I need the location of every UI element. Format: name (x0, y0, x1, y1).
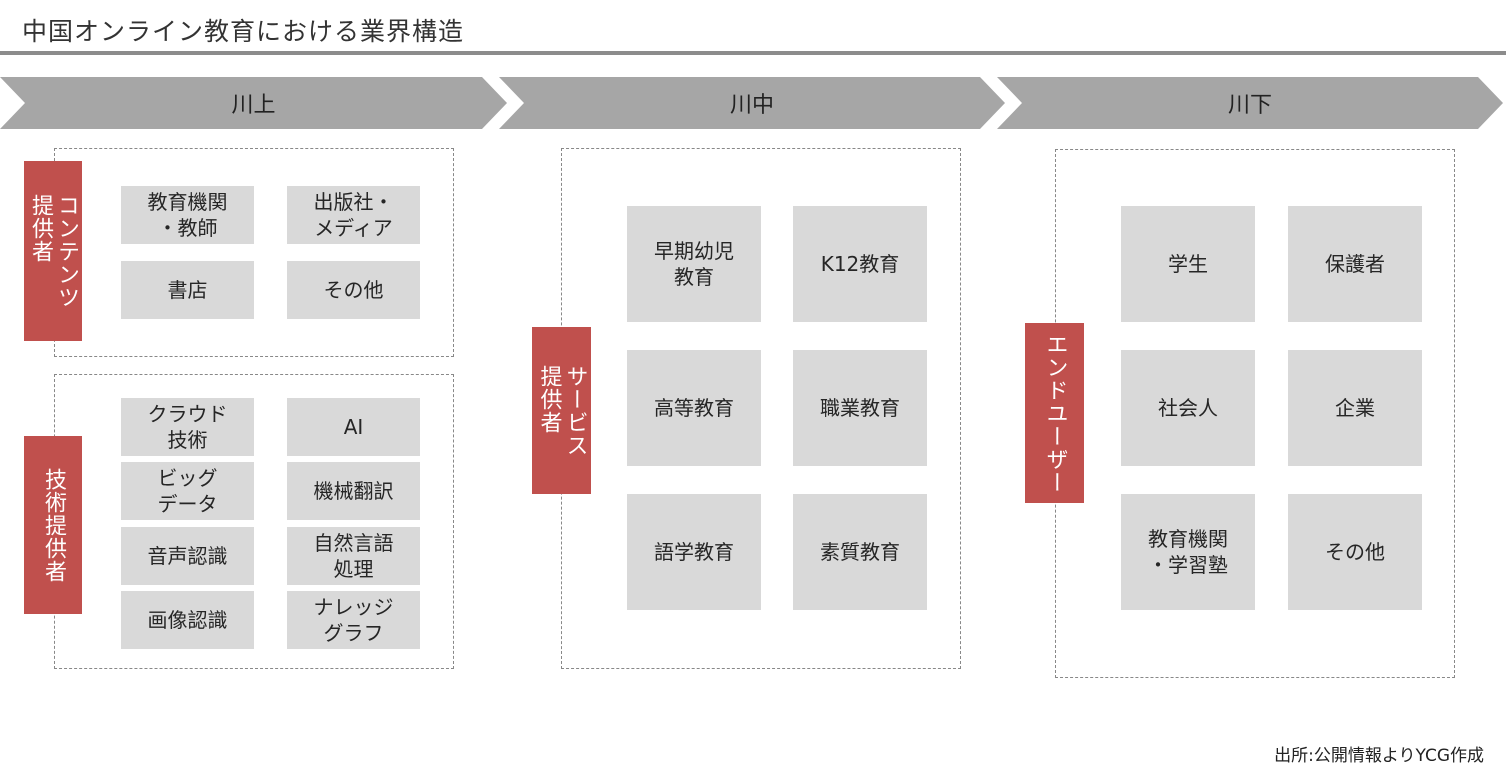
service-item: 早期幼児 教育 (627, 206, 761, 322)
stage-midstream-label: 川中 (729, 93, 774, 118)
title-divider (0, 51, 1506, 55)
stage-upstream-label: 川上 (231, 93, 276, 118)
content-item: 教育機関 ・教師 (121, 186, 254, 244)
service-provider-label-text: サービス 提供者 (536, 364, 588, 457)
end-user-item: 社会人 (1121, 350, 1255, 466)
end-user-item: その他 (1288, 494, 1422, 610)
content-provider-label: コンテンツ 提供者 (24, 161, 82, 341)
content-provider-group (54, 148, 454, 357)
source-note: 出所:公開情報よりYCG作成 (1274, 746, 1484, 766)
stage-downstream-chevron: 川下 (997, 77, 1503, 129)
stage-midstream-chevron: 川中 (499, 77, 1005, 129)
tech-item: 画像認識 (121, 591, 254, 649)
end-user-label-text: エンドユーザー (1042, 332, 1068, 494)
service-item: 職業教育 (793, 350, 927, 466)
tech-item: 音声認識 (121, 527, 254, 585)
content-item: 出版社・ メディア (287, 186, 420, 244)
tech-item: 自然言語 処理 (287, 527, 420, 585)
end-user-item: 教育機関 ・学習塾 (1121, 494, 1255, 610)
tech-item: ナレッジ グラフ (287, 591, 420, 649)
end-user-label: エンドユーザー (1025, 323, 1084, 503)
end-user-item: 学生 (1121, 206, 1255, 322)
tech-provider-label-text: 技術提供者 (41, 467, 66, 583)
stage-upstream-chevron: 川上 (0, 77, 507, 129)
page-title: 中国オンライン教育における業界構造 (22, 17, 465, 46)
content-item: 書店 (121, 261, 254, 319)
service-item: 高等教育 (627, 350, 761, 466)
service-item: 語学教育 (627, 494, 761, 610)
stage-downstream-label: 川下 (1227, 93, 1272, 118)
content-provider-label-text: コンテンツ 提供者 (28, 193, 79, 309)
content-item: その他 (287, 261, 420, 319)
end-user-item: 保護者 (1288, 206, 1422, 322)
tech-item: 機械翻訳 (287, 462, 420, 520)
service-item: 素質教育 (793, 494, 927, 610)
service-provider-label: サービス 提供者 (532, 327, 591, 494)
service-item: K12教育 (793, 206, 927, 322)
tech-item: AI (287, 398, 420, 456)
tech-item: ビッグ データ (121, 462, 254, 520)
tech-provider-label: 技術提供者 (24, 436, 82, 614)
tech-item: クラウド 技術 (121, 398, 254, 456)
end-user-item: 企業 (1288, 350, 1422, 466)
